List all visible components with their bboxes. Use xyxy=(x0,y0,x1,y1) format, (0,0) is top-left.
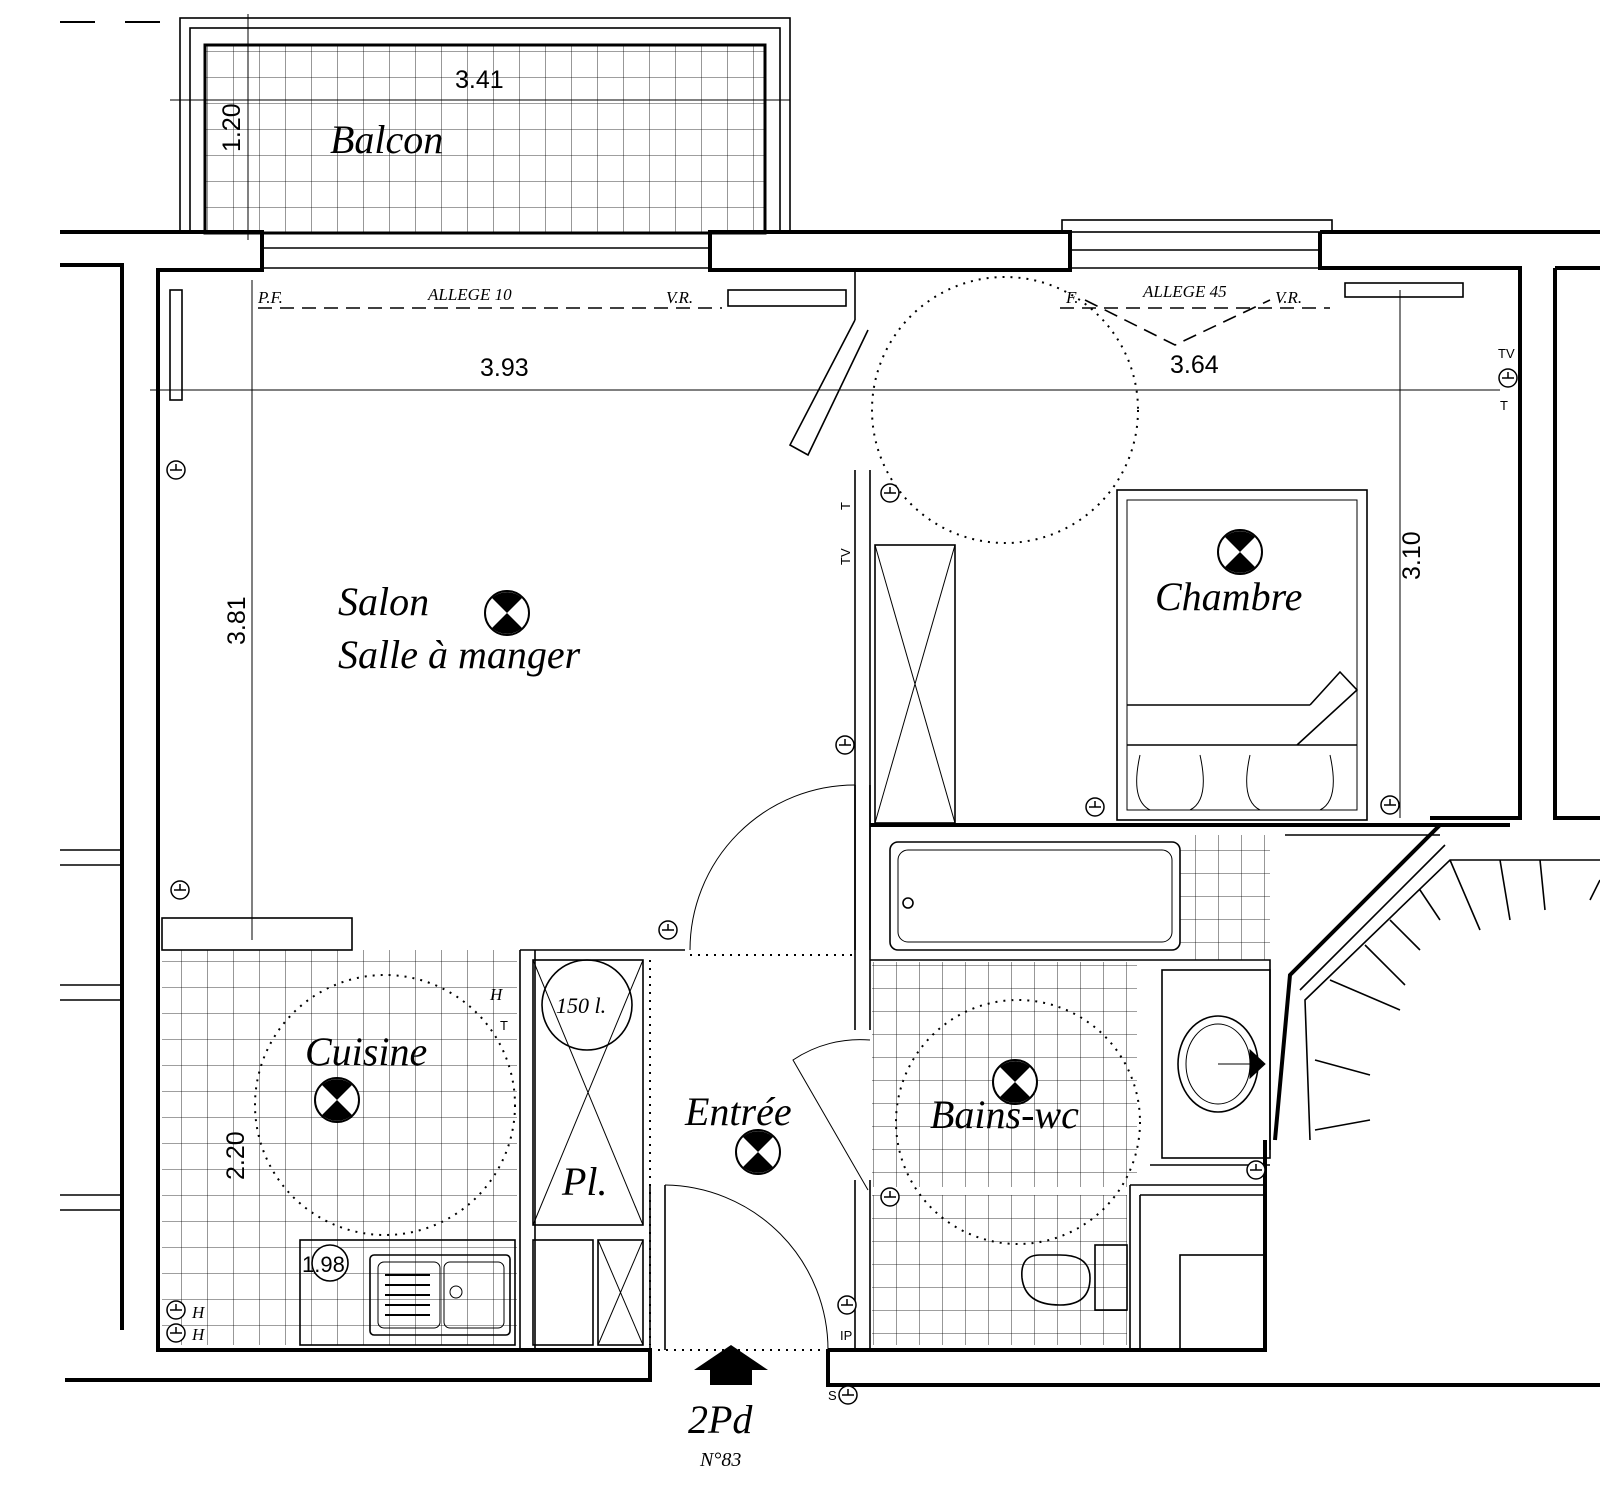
h-label: H xyxy=(489,985,504,1004)
toilet xyxy=(1021,1244,1128,1311)
outlet-icon xyxy=(1380,795,1400,815)
outlet-icon xyxy=(166,1323,186,1343)
washbasin xyxy=(1161,969,1271,1159)
apartment-number: N°83 xyxy=(699,1449,741,1471)
allege-45-label: ALLEGE 45 xyxy=(1142,282,1227,301)
outlet-icon xyxy=(880,483,900,503)
ceiling-light-icon xyxy=(735,1129,781,1175)
outlet-icon xyxy=(166,460,186,480)
ip-label: IP xyxy=(840,1328,852,1343)
cuisine-height-dimension: 1.98 xyxy=(302,1252,345,1277)
height-marker xyxy=(311,1244,349,1282)
phone-socket-label: T xyxy=(500,1018,508,1033)
outlet-icon xyxy=(1498,368,1518,388)
closet-label: Pl. xyxy=(561,1159,608,1204)
outlet-icon xyxy=(880,1187,900,1207)
dimension-lines xyxy=(150,280,1500,940)
wardrobe xyxy=(874,544,956,824)
outlet-icon xyxy=(166,1300,186,1320)
salon-depth-dimension: 3.81 xyxy=(223,596,251,645)
water-heater-icon xyxy=(541,959,633,1051)
outlet-icon xyxy=(838,1385,858,1405)
room-label-cuisine: Cuisine xyxy=(305,1029,427,1074)
allege-10-label: ALLEGE 10 xyxy=(427,285,512,304)
turning-circle xyxy=(871,276,1139,544)
phone-socket-label: T xyxy=(1500,398,1508,413)
tv-socket-label: TV xyxy=(838,548,853,565)
bath-tiles xyxy=(1180,835,1270,960)
outlet-icon xyxy=(837,1295,857,1315)
radiator xyxy=(169,289,183,401)
interior-walls xyxy=(519,270,1510,1351)
water-heater-label: 150 l. xyxy=(556,993,606,1018)
window-swing xyxy=(1084,299,1271,346)
ceiling-light-icon xyxy=(484,590,530,636)
h-label: H xyxy=(191,1303,206,1322)
phone-socket-label: T xyxy=(838,502,853,510)
room-label-salle-a-manger: Salle à manger xyxy=(338,632,581,677)
ceiling-light-icon xyxy=(314,1077,360,1123)
ceiling-light-icon xyxy=(992,1059,1038,1105)
room-label-entree: Entrée xyxy=(684,1089,792,1134)
turning-circle xyxy=(895,999,1141,1245)
shutter-box xyxy=(1344,282,1464,298)
kitchen-tiles xyxy=(162,950,517,1345)
outlet-icon xyxy=(1085,797,1105,817)
ceiling-light-icon xyxy=(1217,529,1263,575)
balcon-depth-dimension: 1.20 xyxy=(218,103,246,152)
outlet-icon xyxy=(835,735,855,755)
entry-arrow-icon xyxy=(694,1345,768,1385)
bathtub xyxy=(889,841,1181,951)
doors xyxy=(650,319,871,1351)
balcony xyxy=(170,14,791,240)
salon-width-dimension: 3.93 xyxy=(480,354,529,382)
s-label: S xyxy=(828,1388,837,1403)
balcon-width-dimension: 3.41 xyxy=(455,66,504,94)
room-label-balcon: Balcon xyxy=(330,117,443,162)
stairwell xyxy=(1304,859,1600,1141)
f-label: F. xyxy=(1065,288,1078,307)
shutter-box xyxy=(727,289,847,307)
cuisine-depth-dimension: 2.20 xyxy=(222,1131,250,1180)
outlet-icon xyxy=(658,920,678,940)
vr-label-chambre: V.R. xyxy=(1275,288,1302,307)
bed xyxy=(1116,489,1368,821)
entry-label: 2Pd xyxy=(688,1397,753,1442)
kitchen-counter xyxy=(299,1239,516,1346)
outlet-icon xyxy=(170,880,190,900)
chambre-depth-dimension: 3.10 xyxy=(1398,531,1426,580)
pf-label: P.F. xyxy=(257,288,283,307)
vr-label-salon: V.R. xyxy=(666,288,693,307)
turning-circle xyxy=(254,974,516,1236)
chambre-width-dimension: 3.64 xyxy=(1170,351,1219,379)
bath-tiles xyxy=(872,1195,1127,1345)
h-label: H xyxy=(191,1325,206,1344)
closet xyxy=(532,959,651,1346)
counter-edge xyxy=(161,917,353,951)
outlet-icon xyxy=(1246,1160,1266,1180)
room-label-chambre: Chambre xyxy=(1155,574,1302,619)
room-label-salon: Salon xyxy=(338,579,429,624)
tv-socket-label: TV xyxy=(1498,346,1515,361)
sink xyxy=(369,1254,511,1336)
